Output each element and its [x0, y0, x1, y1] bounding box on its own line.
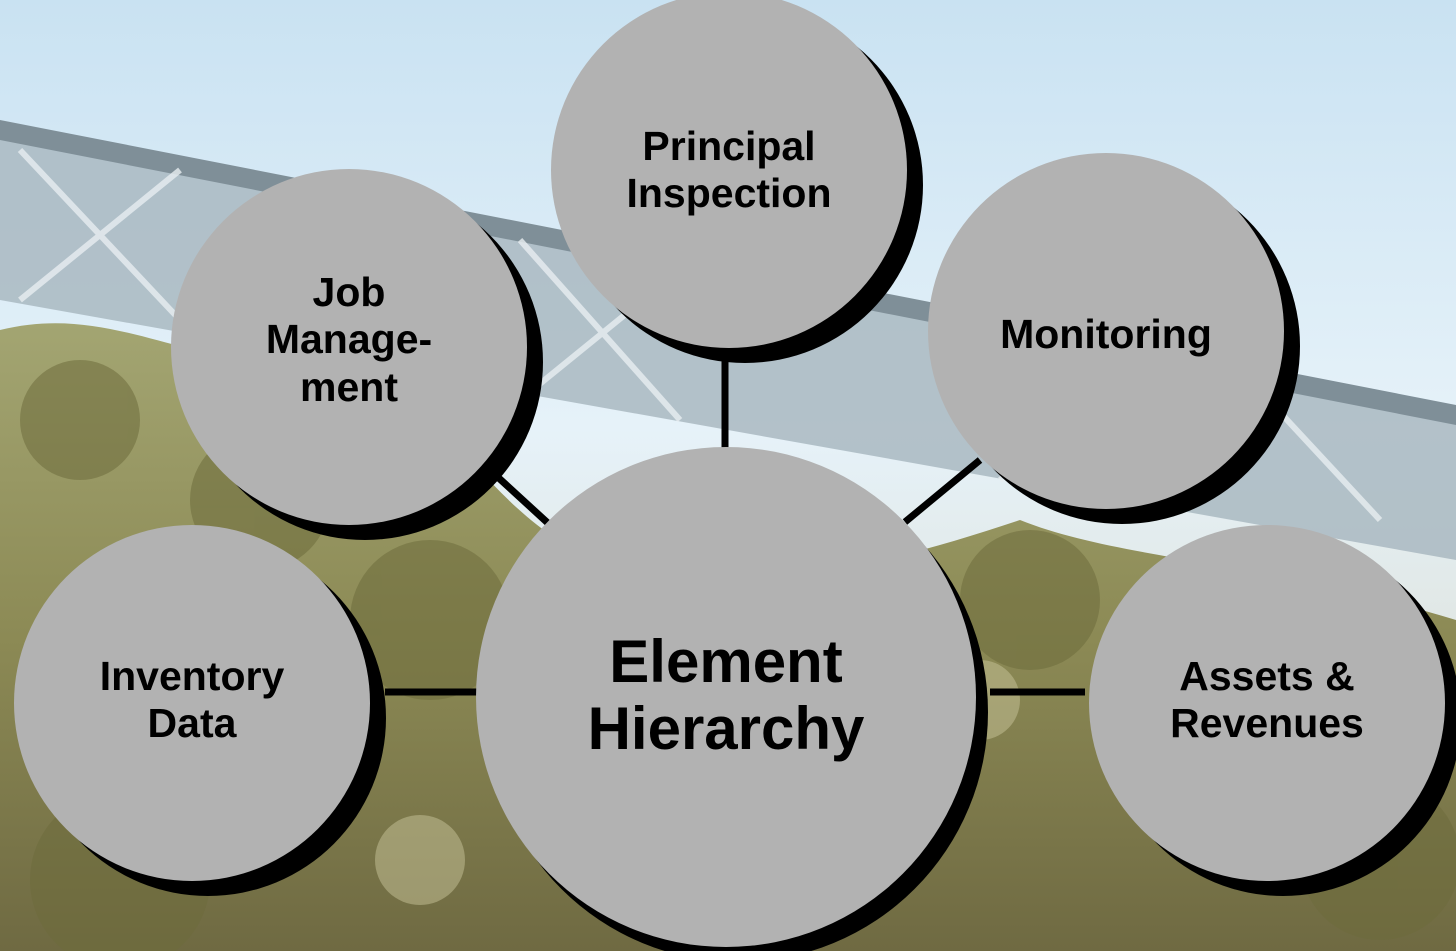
- monitoring-label: Monitoring: [1000, 311, 1212, 358]
- connector-monitoring: [902, 457, 983, 525]
- principal-inspection-label: Principal Inspection: [626, 122, 832, 216]
- node-inventory-data: [14, 525, 370, 881]
- connector-job-management: [487, 467, 553, 528]
- assets-revenues-label: Assets & Revenues: [1170, 652, 1364, 746]
- node-monitoring: [928, 153, 1284, 509]
- node-job-management: [171, 169, 527, 525]
- connectors: [385, 355, 1085, 696]
- job-management-label: Job Manage- ment: [265, 269, 433, 410]
- element-hierarchy-label: Element Hierarchy: [587, 627, 865, 762]
- node-element-hierarchy: [476, 447, 976, 947]
- inventory-data-label: Inventory Data: [99, 652, 285, 746]
- node-assets-revenues: [1089, 525, 1445, 881]
- node-principal-inspection: [551, 0, 907, 348]
